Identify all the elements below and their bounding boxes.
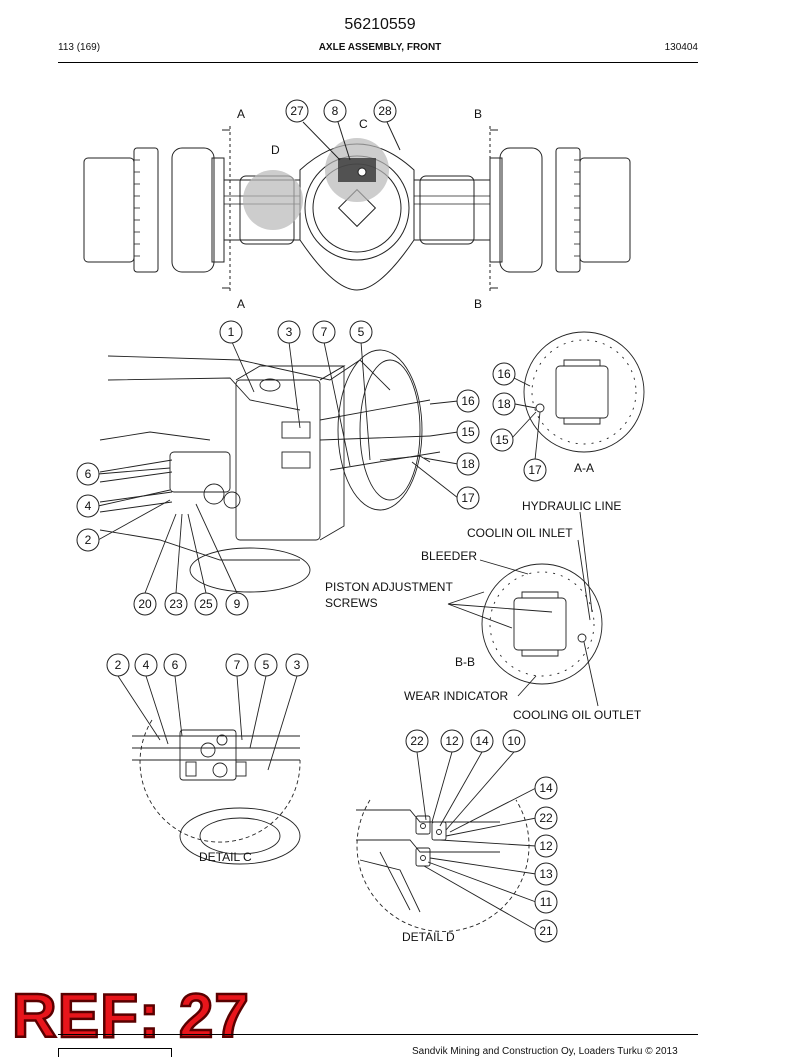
- detail-label-c: C: [359, 117, 368, 131]
- section-code: 130404: [664, 42, 698, 53]
- callout-27: 27: [290, 104, 304, 118]
- section-bb-view: [447, 511, 603, 707]
- isometric-view: [97, 341, 459, 594]
- detail-label-d: D: [271, 143, 280, 157]
- callout-1: 1: [228, 325, 235, 339]
- section-aa-view: [511, 331, 645, 461]
- header-rule: [58, 62, 698, 63]
- d-callout-22: 22: [410, 734, 424, 748]
- aa-callout-18: 18: [497, 397, 511, 411]
- d-callout-11: 11: [540, 895, 553, 909]
- callout-8: 8: [332, 104, 339, 118]
- hydraulic-line-label: HYDRAULIC LINE: [522, 499, 621, 513]
- callout-2: 2: [85, 533, 92, 547]
- section-label-b-top: B: [474, 107, 482, 121]
- ref-stamp: REF: 27: [11, 982, 250, 1051]
- section-label-a-bottom: A: [237, 297, 245, 311]
- top-view-callouts: 27 8 28: [285, 99, 397, 123]
- d-callout-12-right: 12: [539, 839, 553, 853]
- callout-4: 4: [85, 499, 92, 513]
- aa-callout-17: 17: [528, 463, 542, 477]
- page-number: 113 (169): [58, 42, 101, 53]
- d-callout-13: 13: [539, 867, 553, 881]
- callout-25: 25: [199, 597, 213, 611]
- callout-15: 15: [461, 425, 475, 439]
- detail-c-view: [117, 675, 301, 865]
- bleeder-label: BLEEDER: [421, 549, 477, 563]
- coolin-oil-inlet-label: COOLIN OIL INLET: [467, 526, 573, 540]
- section-aa-callouts: 16 18 15 17 A-A: [490, 362, 594, 482]
- callout-17: 17: [461, 491, 475, 505]
- detail-c-callouts: 2 4 6 7 5 3 DETAIL C: [106, 653, 309, 864]
- callout-9: 9: [234, 597, 241, 611]
- detail-d-callouts: 22 12 14 10 14 22 12 13 11 21 DETAIL D: [402, 729, 558, 944]
- footer-rule: [58, 1034, 698, 1035]
- c-callout-3: 3: [294, 658, 301, 672]
- piston-adjustment-label: PISTON ADJUSTMENT: [325, 580, 453, 594]
- section-label-a-top: A: [237, 107, 245, 121]
- aa-callout-15: 15: [495, 433, 509, 447]
- callout-23: 23: [169, 597, 183, 611]
- section-bb-label: B-B: [455, 655, 475, 669]
- d-callout-22-right: 22: [539, 811, 553, 825]
- aa-callout-16: 16: [497, 367, 511, 381]
- d-callout-21: 21: [539, 924, 553, 938]
- c-callout-6: 6: [172, 658, 179, 672]
- callout-7: 7: [321, 325, 328, 339]
- d-callout-10: 10: [507, 734, 521, 748]
- piston-adjustment-label-2: SCREWS: [325, 596, 378, 610]
- detail-c-label: DETAIL C: [199, 850, 252, 864]
- d-callout-12: 12: [445, 734, 459, 748]
- callout-18: 18: [461, 457, 475, 471]
- callout-28: 28: [378, 104, 392, 118]
- wear-indicator-label: WEAR INDICATOR: [404, 689, 509, 703]
- c-callout-7: 7: [234, 658, 241, 672]
- callout-20: 20: [138, 597, 152, 611]
- callout-6: 6: [85, 467, 92, 481]
- d-callout-14-right: 14: [539, 781, 553, 795]
- section-label-b-bottom: B: [474, 297, 482, 311]
- page-title: AXLE ASSEMBLY, FRONT: [318, 42, 442, 53]
- detail-d-view: [356, 751, 537, 932]
- detail-d-label: DETAIL D: [402, 930, 455, 944]
- c-callout-2: 2: [115, 658, 122, 672]
- callout-5: 5: [358, 325, 365, 339]
- callout-16: 16: [461, 394, 475, 408]
- footer-copyright: Sandvik Mining and Construction Oy, Load…: [412, 1046, 678, 1057]
- document-number: 56210559: [344, 16, 416, 33]
- axle-top-view: [83, 121, 631, 292]
- c-callout-5: 5: [263, 658, 270, 672]
- callout-3: 3: [286, 325, 293, 339]
- iso-callouts: 1 3 7 5 16 15 18 17 6 4 2 20 23 25 9: [76, 320, 480, 616]
- c-callout-4: 4: [143, 658, 150, 672]
- d-callout-14: 14: [475, 734, 489, 748]
- cooling-oil-outlet-label: COOLING OIL OUTLET: [513, 708, 642, 722]
- section-aa-label: A-A: [574, 461, 594, 475]
